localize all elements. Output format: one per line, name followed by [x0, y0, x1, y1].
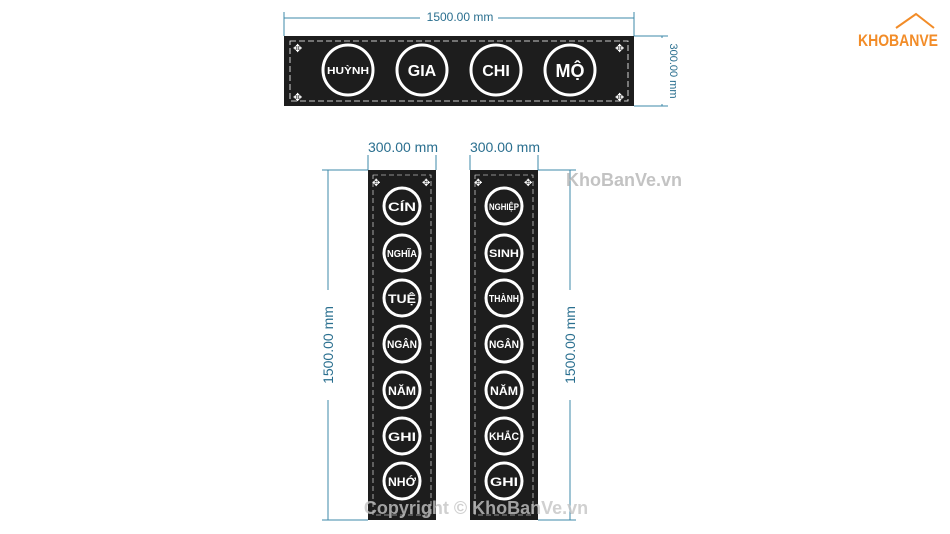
- khobanve-logo: KHOBANVE: [858, 12, 938, 50]
- left-medallion-7: NHỚ: [382, 461, 422, 501]
- right-medallion-4-text: NGÂN: [489, 338, 519, 351]
- left-medallion-4-text: NGÂN: [387, 338, 417, 351]
- right-medallion-5: NĂM: [484, 370, 524, 410]
- right-medallion-1: NGHIỆP: [484, 186, 524, 226]
- left-column-inner-frame: [372, 174, 432, 516]
- left-medallion-5-text: NĂM: [388, 383, 416, 398]
- top-medallion-2: GIA: [395, 43, 449, 97]
- left-medallion-5: NĂM: [382, 370, 422, 410]
- left-medallion-2-text: NGHĨA: [387, 247, 417, 260]
- right-medallion-5-text: NĂM: [490, 383, 518, 398]
- right-medallion-6-text: KHẮC: [489, 430, 519, 443]
- top-medallion-2-text: GIA: [408, 63, 437, 80]
- top-medallion-4-text: MỘ: [556, 60, 585, 81]
- right-medallion-3: THÀNH: [484, 278, 524, 318]
- left-medallion-1-text: CÍN: [388, 199, 416, 214]
- right-column-group: 300.00 mm ✥ ✥ NGHIỆP SINH THÀNH NGÂN NĂM…: [462, 139, 579, 521]
- left-column-group: 300.00 mm ✥ ✥ CÍN NGHĨA TUỆ NGÂN NĂM GHI…: [319, 139, 446, 521]
- right-medallion-2-text: SINH: [489, 248, 519, 260]
- right-height-label: 1500.00 mm: [562, 306, 578, 384]
- right-medallion-7-text: GHI: [490, 475, 518, 489]
- right-corner-ornament-tl: ✥: [474, 178, 482, 189]
- right-medallion-3-text: THÀNH: [489, 292, 519, 305]
- top-corner-ornament-tr: ✥: [615, 43, 624, 55]
- left-medallion-3: TUỆ: [382, 278, 422, 318]
- top-medallion-3: CHI: [469, 43, 523, 97]
- top-medallion-4: MỘ: [543, 43, 597, 97]
- left-medallion-7-text: NHỚ: [388, 474, 417, 489]
- left-medallion-6-text: GHI: [388, 430, 416, 444]
- right-width-label: 300.00 mm: [470, 139, 540, 155]
- left-medallion-1: CÍN: [382, 186, 422, 226]
- left-medallion-2: NGHĨA: [382, 233, 422, 273]
- left-corner-ornament-tl: ✥: [372, 178, 380, 189]
- top-height-label: 300.00 mm: [667, 43, 679, 98]
- top-medallion-1-text: HUỲNH: [327, 64, 369, 77]
- logo-text: KHOBANVE: [858, 31, 938, 50]
- left-height-label: 1500.00 mm: [320, 306, 336, 384]
- left-width-label: 300.00 mm: [368, 139, 438, 155]
- right-medallion-1-text: NGHIỆP: [489, 201, 519, 212]
- left-medallion-3-text: TUỆ: [388, 291, 416, 306]
- logo-roof-icon: [895, 12, 935, 29]
- right-medallion-6: KHẮC: [484, 416, 524, 456]
- top-corner-ornament-br: ✥: [615, 92, 624, 104]
- right-column-inner-frame: [474, 174, 534, 516]
- top-width-label: 1500.00 mm: [427, 10, 494, 24]
- left-medallion-4: NGÂN: [382, 324, 422, 364]
- top-corner-ornament-bl: ✥: [293, 92, 302, 104]
- top-medallion-1: HUỲNH: [321, 43, 375, 97]
- top-corner-ornament-tl: ✥: [293, 43, 302, 55]
- right-medallion-2: SINH: [484, 233, 524, 273]
- top-panel-inner-frame: [289, 40, 629, 102]
- left-medallion-6: GHI: [382, 416, 422, 456]
- right-corner-ornament-tr: ✥: [524, 178, 532, 189]
- left-corner-ornament-tr: ✥: [422, 178, 430, 189]
- bottom-watermark: Copyright © KhoBanVe.vn: [364, 498, 588, 518]
- right-medallion-7: GHI: [484, 461, 524, 501]
- side-watermark: KhoBanVe.vn: [566, 170, 682, 190]
- top-medallion-3-text: CHI: [482, 63, 510, 80]
- top-panel-group: 1500.00 mm ✥ ✥ ✥ ✥ HUỲNH GIA CHI MỘ 300.…: [283, 10, 679, 107]
- right-medallion-4: NGÂN: [484, 324, 524, 364]
